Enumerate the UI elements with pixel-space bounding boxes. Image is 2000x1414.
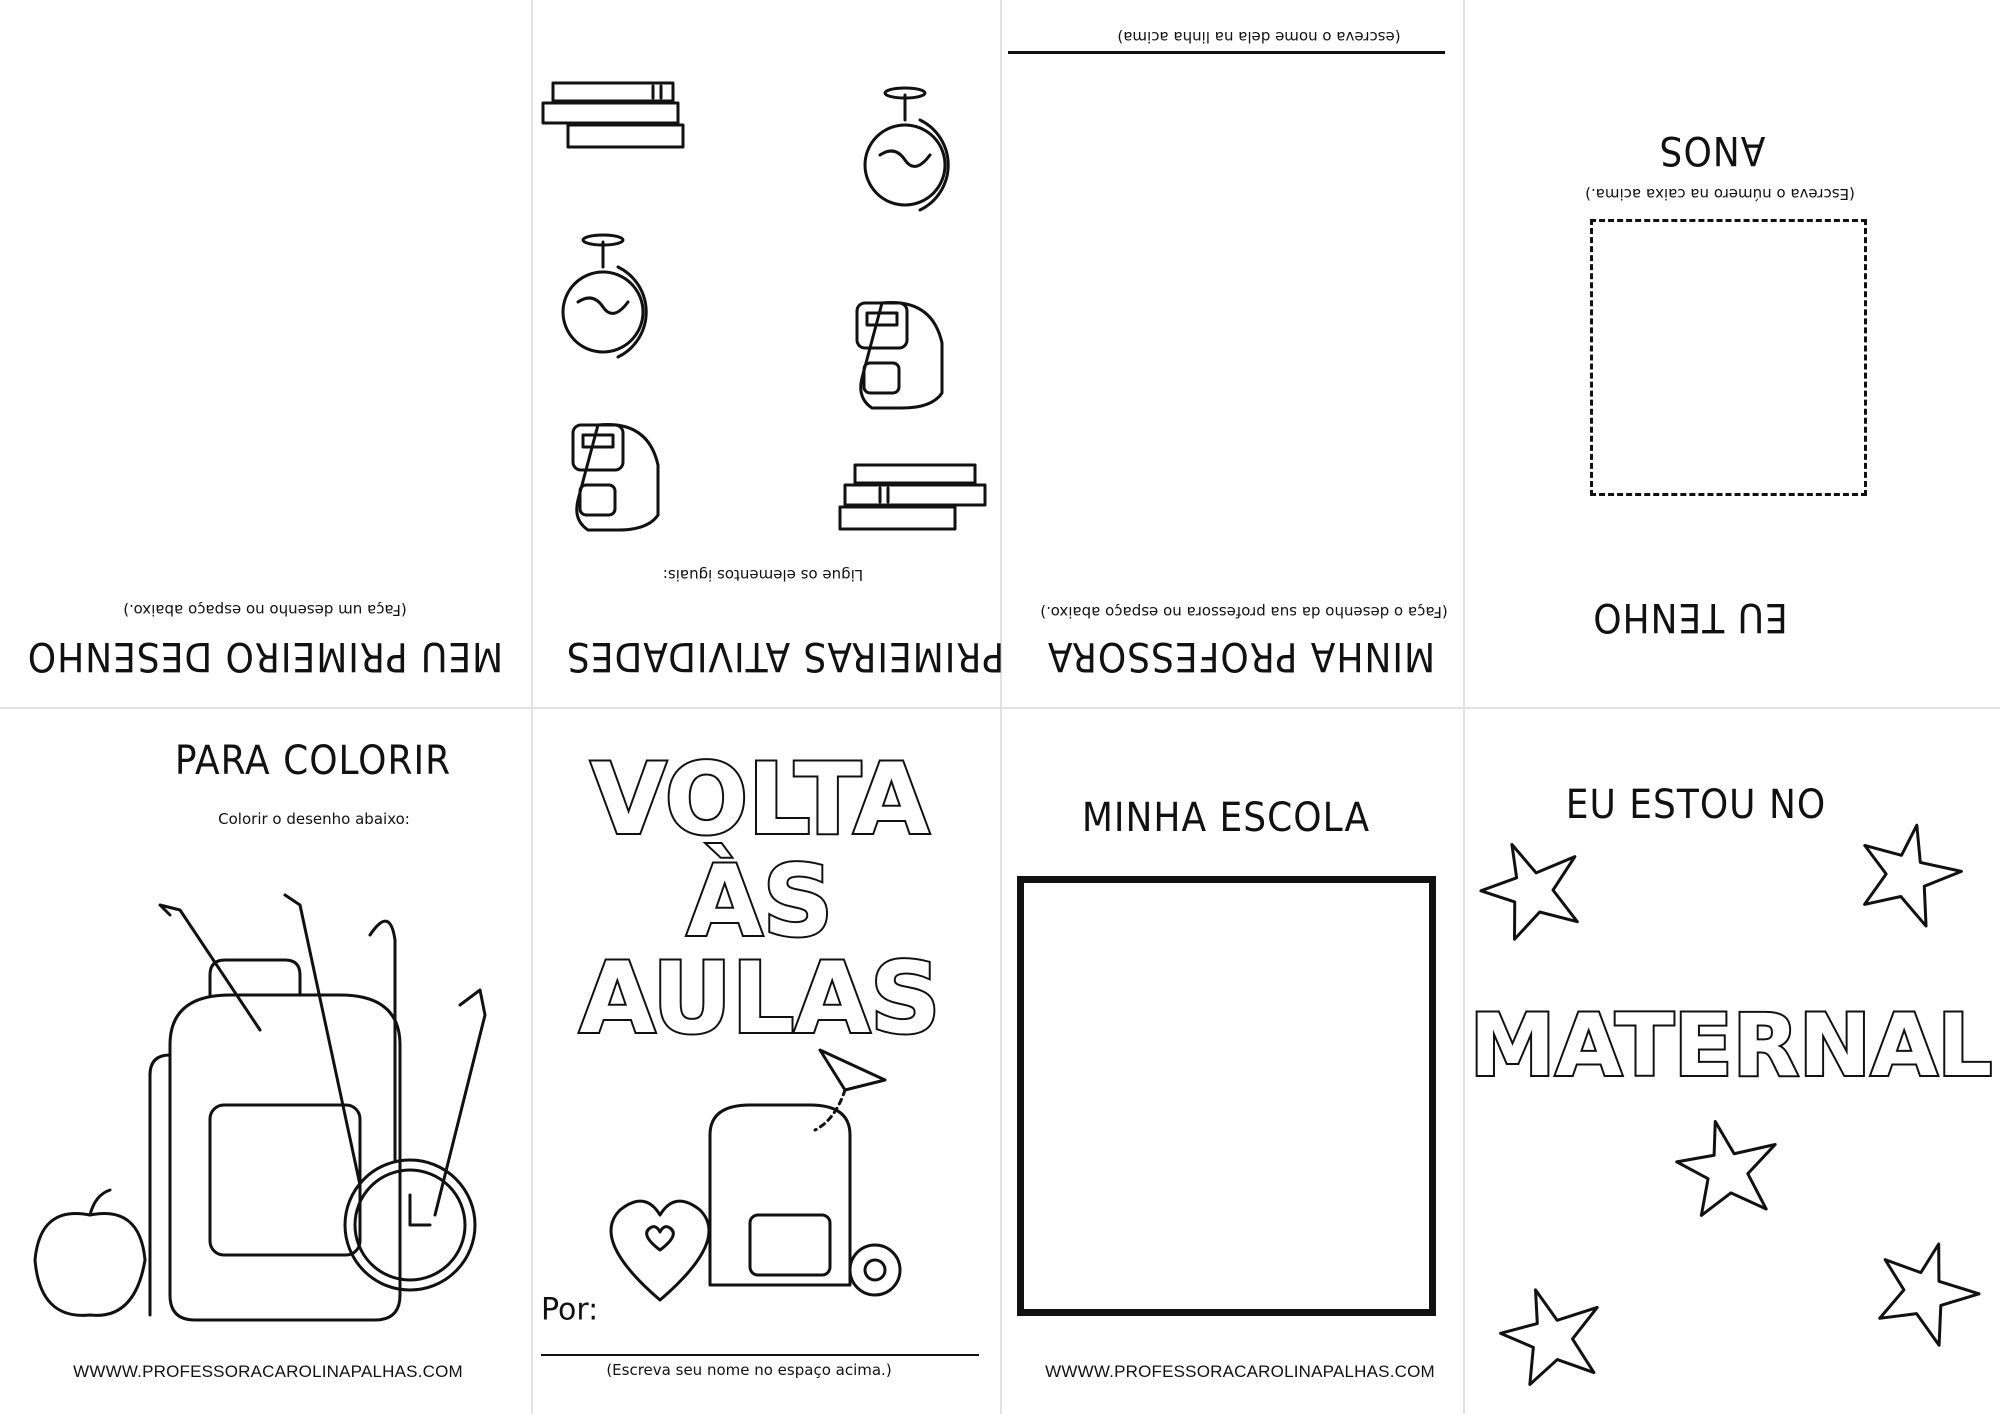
age-box[interactable] (1590, 219, 1867, 496)
fold-line (0, 707, 2000, 709)
globe-icon (863, 86, 950, 212)
colorir-title: PARA COLORIR (174, 738, 452, 784)
author-name-line[interactable] (541, 1354, 979, 1356)
backpack-icon (855, 301, 944, 410)
backpack-heart-illustration (609, 1048, 902, 1302)
star-icon (1675, 1120, 1777, 1217)
star-icon (1479, 842, 1579, 941)
idade-title: EU TENHO (1592, 594, 1788, 640)
idade-instruction: (Escreva o número na caixa acima.) (1585, 185, 1855, 203)
cover-title-line1: VOLTA (589, 741, 932, 859)
desenho-instruction: (Faça um desenho no espaço abaixo.) (123, 601, 407, 619)
school-drawing-box[interactable] (1017, 876, 1436, 1316)
atividades-instruction: Ligue os elementos iguais: (662, 566, 864, 584)
professora-title: MINHA PROFESSORA (1046, 633, 1436, 679)
star-icon (1499, 1288, 1599, 1387)
colorir-instruction: Colorir o desenho abaixo: (218, 810, 410, 828)
cover-title-line3: AULAS (577, 940, 942, 1058)
star-icon (1878, 1242, 1981, 1347)
idade-unit: ANOS (1658, 127, 1766, 173)
books-icon (838, 463, 987, 531)
professora-name-hint: (escreva o nome dela na linha acima) (1117, 28, 1401, 46)
website-url: WWWW.PROFESSORACAROLINAPALHAS.COM (1045, 1362, 1435, 1381)
atividades-title: PRIMEIRAS ATIVIDADES (565, 633, 1005, 679)
website-url: WWWW.PROFESSORACAROLINAPALHAS.COM (73, 1362, 463, 1381)
name-line (1008, 51, 1445, 54)
grade-name: MATERNAL (1468, 994, 1994, 1098)
school-supplies-illustration (33, 893, 487, 1322)
backpack-icon (571, 423, 660, 532)
author-label: Por: (541, 1292, 599, 1328)
globe-icon (561, 233, 648, 359)
escola-title: MINHA ESCOLA (1081, 795, 1371, 841)
turma-title: EU ESTOU NO (1565, 782, 1827, 828)
cover-title-line2: ÀS (685, 843, 835, 961)
author-name-hint: (Escreva seu nome no espaço acima.) (606, 1361, 892, 1379)
desenho-title: MEU PRIMEIRO DESENHO (26, 633, 504, 679)
star-icon (1863, 823, 1963, 928)
professora-instruction: (Faça o desenho da sua professora no esp… (1040, 603, 1448, 621)
books-icon (541, 81, 685, 149)
